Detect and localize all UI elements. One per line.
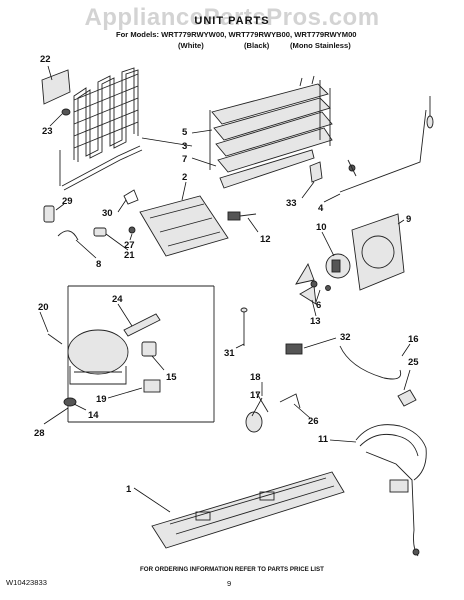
part-connector [397,389,417,407]
watermark: AppliancePartsPros.com [84,4,380,31]
callout-31: 31 [224,348,235,359]
callout-25: 25 [408,357,419,368]
callout-24: 24 [112,294,123,305]
part-fan-shroud [351,213,405,291]
part-evaporator-cover [219,149,315,189]
part-bolt [227,211,257,221]
callout-5: 5 [182,127,188,138]
callout-3: 3 [182,141,187,152]
part-drain-tube [240,307,248,346]
leader-lines [39,65,411,513]
page-number: 9 [227,579,232,588]
part-drain-pan [139,195,229,257]
callout-22: 22 [40,54,51,65]
part-defrost-heater [339,96,434,193]
part-clip [123,189,139,205]
callout-15: 15 [166,372,177,383]
part-pin [47,333,63,345]
part-fan-blade [295,262,318,305]
part-condenser-bracket [41,69,71,105]
part-base-plate [151,471,345,549]
part-overload [143,379,161,393]
callout-10: 10 [316,222,327,233]
callout-16: 16 [408,334,419,345]
callout-1: 1 [126,484,132,495]
part-tube [57,230,79,241]
callout-27: 27 [124,240,135,251]
part-compressor-grommet [63,397,77,407]
variant-mono-stainless: (Mono Stainless) [290,41,351,50]
part-valve [93,227,107,237]
part-screw [128,226,136,234]
callout-labels: 22 23 5 3 7 2 4 9 10 6 13 29 30 27 21 8 … [34,54,419,495]
document-number: W10423833 [6,578,47,587]
part-grommet [61,108,71,116]
part-fan-motor [325,253,351,279]
callout-2: 2 [182,172,187,183]
callout-9: 9 [406,214,411,225]
callout-12: 12 [260,234,271,245]
variant-white: (White) [178,41,204,50]
callout-11: 11 [318,434,329,445]
variant-black: (Black) [244,41,270,50]
callout-30: 30 [102,208,113,219]
models-line: For Models: WRT779RWYW00, WRT779RWYB00, … [116,30,357,39]
part-pulley [245,391,269,433]
ordering-note: FOR ORDERING INFORMATION REFER TO PARTS … [140,566,324,573]
callout-17: 17 [250,390,261,401]
diagram-title: UNIT PARTS [194,15,270,27]
part-panel [285,343,303,355]
callout-4: 4 [318,203,324,214]
part-nut [325,285,331,291]
part-wire-loop [339,345,402,380]
callout-23: 23 [42,126,53,137]
part-condenser [59,67,143,191]
part-thermostat [309,161,323,183]
callout-21: 21 [124,250,135,261]
callout-26: 26 [308,416,319,427]
callout-20: 20 [38,302,49,313]
callout-13: 13 [310,316,321,327]
callout-6: 6 [316,300,321,311]
part-l-bracket [279,393,301,409]
part-compressor [67,329,129,385]
callout-19: 19 [96,394,107,405]
part-evaporator [209,75,333,173]
part-relay-cover [123,313,161,337]
part-wiring-harness [355,424,427,557]
part-drier [43,205,55,223]
callout-29: 29 [62,196,73,207]
callout-28: 28 [34,428,45,439]
callout-32: 32 [340,332,351,343]
callout-18: 18 [250,372,261,383]
callout-7: 7 [182,154,187,165]
part-relay [141,341,157,357]
callout-14: 14 [88,410,99,421]
callout-33: 33 [286,198,297,209]
callout-8: 8 [96,259,101,270]
